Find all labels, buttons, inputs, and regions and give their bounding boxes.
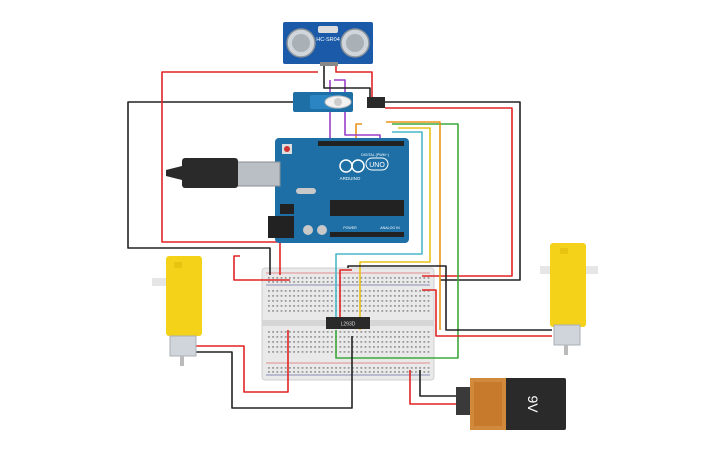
wire-red-battery bbox=[409, 370, 458, 405]
arduino-model: UNO bbox=[369, 162, 385, 169]
digital-pins-label: DIGITAL (PWM~) bbox=[361, 153, 389, 157]
arduino-uno-board[interactable]: ARDUINO UNO DIGITAL (PWM~) POWER ANALOG … bbox=[166, 138, 409, 243]
battery-label: 9V bbox=[525, 395, 541, 413]
driver-label: L293D bbox=[341, 322, 356, 328]
wire-black-battery bbox=[419, 370, 458, 397]
wire-green bbox=[335, 123, 459, 359]
wire-purple bbox=[334, 79, 381, 142]
dc-motor-right[interactable] bbox=[540, 243, 598, 355]
wire-teal bbox=[335, 131, 423, 318]
sensor-label: HC-SR04 bbox=[316, 37, 340, 43]
wire-red-right-motor bbox=[422, 289, 552, 337]
wire-orange-servo bbox=[355, 123, 362, 142]
wire-black-left-motor bbox=[196, 336, 353, 409]
dc-motor-left[interactable] bbox=[152, 256, 202, 366]
servo-motor[interactable] bbox=[293, 92, 385, 112]
ultrasonic-sensor[interactable]: HC-SR04 bbox=[283, 22, 373, 66]
arduino-brand: ARDUINO bbox=[340, 176, 361, 181]
wire-red-to-right bbox=[385, 107, 513, 277]
wire-yellow bbox=[359, 127, 431, 330]
motor-driver-ic[interactable]: L293D bbox=[326, 317, 370, 329]
analog-pins-label: ANALOG IN bbox=[380, 226, 400, 230]
wire-orange bbox=[386, 121, 441, 330]
wire-red-left-motor bbox=[196, 330, 289, 393]
wire-black-left-loop bbox=[127, 101, 300, 275]
wire-red-left-loop bbox=[161, 71, 318, 275]
wire-black-to-right bbox=[385, 101, 521, 281]
wires bbox=[127, 62, 552, 409]
wire-red-bb-loop bbox=[233, 255, 290, 281]
wire-black-right-motor bbox=[347, 265, 552, 331]
breadboard-holes bbox=[268, 277, 430, 373]
battery-9v[interactable]: 9V bbox=[456, 378, 566, 430]
power-pins-label: POWER bbox=[343, 226, 357, 230]
